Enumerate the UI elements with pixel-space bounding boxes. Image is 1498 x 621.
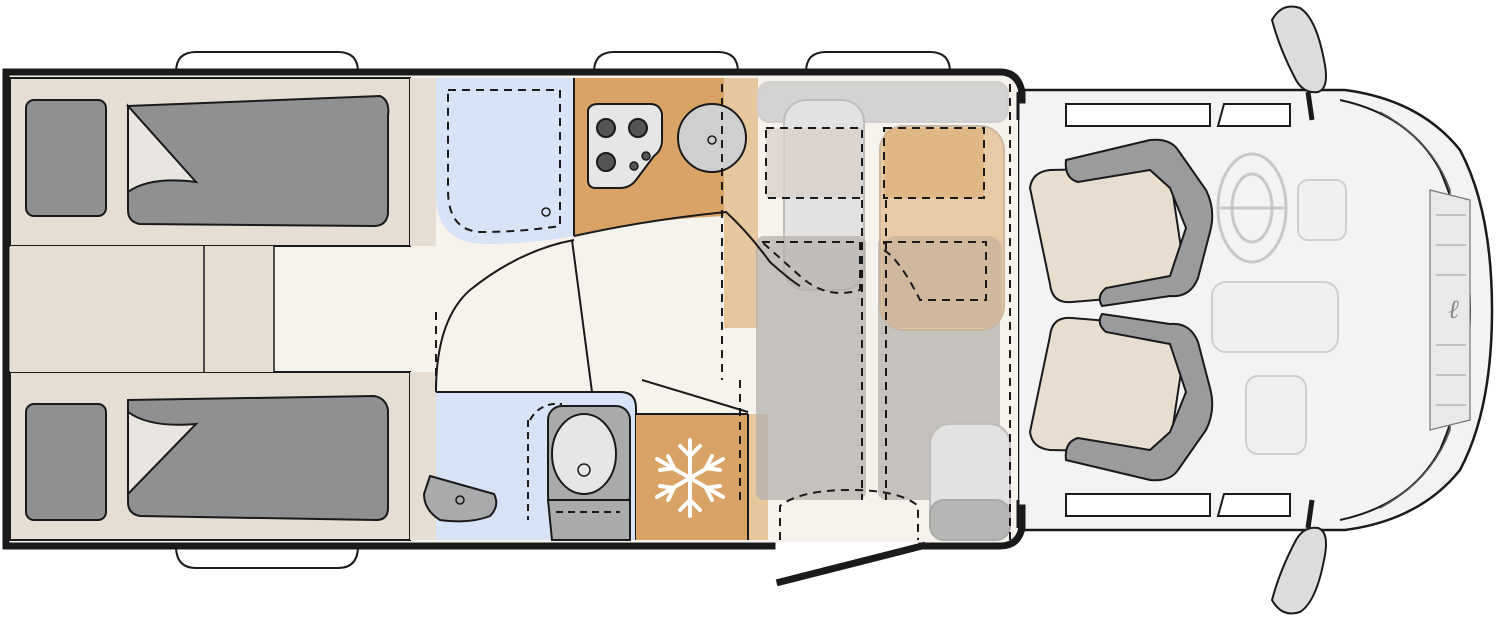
brand-logo: ℓ — [1448, 295, 1459, 325]
driver-seat — [1028, 138, 1214, 308]
outer-walls — [2, 68, 1026, 587]
partitions — [435, 78, 801, 540]
side-windows — [175, 51, 951, 569]
convertible-bed-outline — [435, 84, 1011, 540]
kitchen — [574, 78, 758, 328]
pillow-bottom — [25, 403, 107, 521]
toilet-icon — [527, 402, 631, 541]
bed-side-cabinet-top — [410, 78, 436, 246]
washroom — [422, 391, 637, 541]
steering-wheel-icon — [1216, 152, 1288, 264]
shower — [436, 78, 574, 244]
dinette — [435, 81, 1011, 541]
mirror-bottom — [1270, 499, 1327, 615]
dashboard — [1211, 179, 1347, 455]
dinette-table-left — [756, 236, 866, 500]
blanket-bottom — [127, 394, 389, 522]
blanket-fold-top — [127, 103, 199, 194]
pillow-top — [25, 99, 107, 217]
mirror-top — [1270, 5, 1327, 121]
cab: ℓ — [1016, 5, 1494, 615]
cushion-left-top — [766, 128, 862, 198]
stove-icon — [587, 103, 663, 189]
sink-icon — [677, 103, 747, 173]
rear-bed-top — [9, 77, 411, 247]
grille — [1429, 189, 1471, 431]
rear-bed-bottom — [9, 371, 411, 541]
cab-windows — [1065, 103, 1291, 517]
washbasin — [422, 474, 498, 523]
blanket-fold-bottom — [127, 410, 199, 497]
passenger-seat — [1028, 312, 1214, 482]
bed-gap-step — [10, 246, 275, 372]
dinette-seat-right-lower — [882, 236, 1002, 328]
cushion-right-top — [884, 128, 984, 198]
entry-door[interactable] — [775, 541, 927, 587]
shower-drain — [541, 207, 551, 217]
grille-lines — [1436, 214, 1466, 406]
snowflake-icon — [655, 438, 725, 518]
